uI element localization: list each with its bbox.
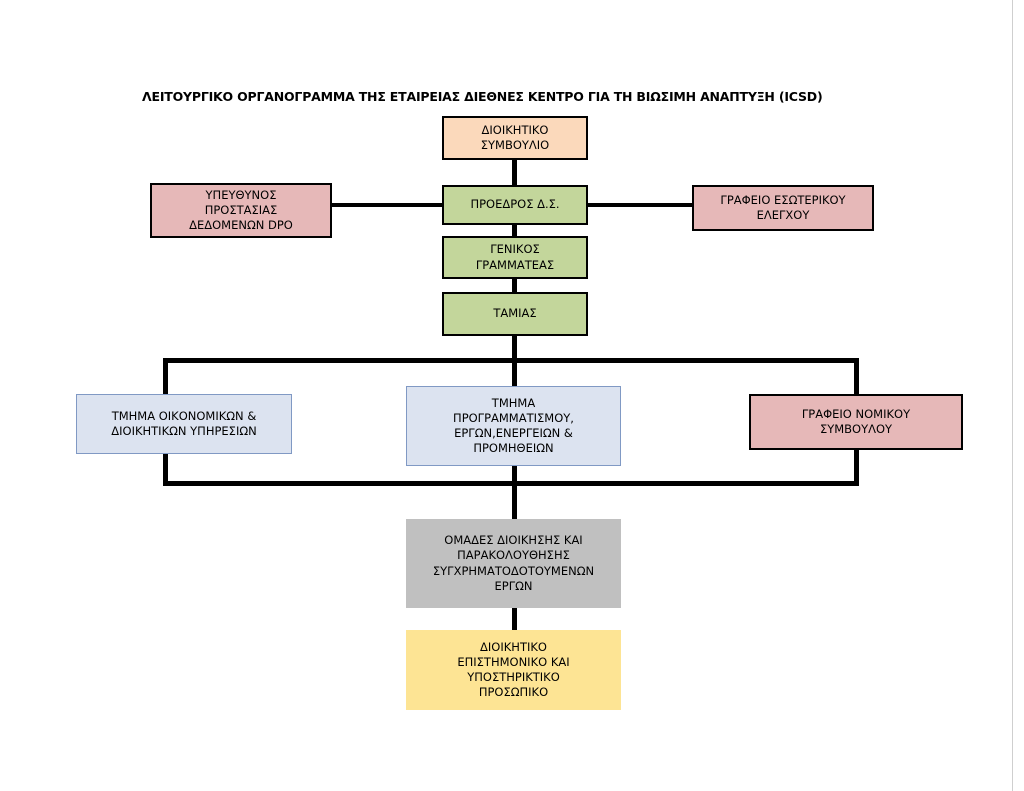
node-administrative-scientific-support-staff[interactable]: ΔΙΟΙΚΗΤΙΚΟ ΕΠΙΣΤΗΜΟΝΙΚΟ ΚΑΙ ΥΠΟΣΤΗΡΙΚΤΙΚ… xyxy=(406,630,621,710)
node-treasurer-label: ΤΑΜΙΑΣ xyxy=(493,306,537,321)
collection-bus-bottom xyxy=(163,481,859,486)
link-secretary-to-treasurer xyxy=(512,278,517,293)
node-treasurer[interactable]: ΤΑΜΙΑΣ xyxy=(442,292,588,336)
node-planning-projects-department-label: ΤΜΗΜΑ ΠΡΟΓΡΑΜΜΑΤΙΣΜΟΥ, ΕΡΓΩΝ,ΕΝΕΡΓΕΙΩΝ &… xyxy=(453,395,574,456)
node-president[interactable]: ΠΡΟΕΔΡΟΣ Δ.Σ. xyxy=(442,185,588,225)
link-dpo-to-president xyxy=(331,203,444,207)
node-legal-counsel-office[interactable]: ΓΡΑΦΕΙΟ ΝΟΜΙΚΟΥ ΣΥΜΒΟΥΛΟΥ xyxy=(749,394,963,450)
node-board-of-directors[interactable]: ΔΙΟΙΚΗΤΙΚΟ ΣΥΜΒΟΥΛΙΟ xyxy=(442,116,588,160)
link-bus-to-planning-dept xyxy=(512,358,517,388)
node-data-protection-officer-label: ΥΠΕΥΘΥΝΟΣ ΠΡΟΣΤΑΣΙΑΣ ΔΕΔΟΜΕΝΩΝ DPO xyxy=(189,187,293,233)
node-internal-audit-office[interactable]: ΓΡΑΦΕΙΟ ΕΣΩΤΕΡΙΚΟΥ ΕΛΕΓΧΟΥ xyxy=(692,185,874,231)
distribution-bus-top xyxy=(163,358,859,363)
node-cofinanced-projects-teams-label: ΟΜΑΔΕΣ ΔΙΟΙΚΗΣΗΣ ΚΑΙ ΠΑΡΑΚΟΛΟΥΘΗΣΗΣ ΣΥΓΧ… xyxy=(432,533,595,593)
node-board-of-directors-label: ΔΙΟΙΚΗΤΙΚΟ ΣΥΜΒΟΥΛΙΟ xyxy=(480,122,550,152)
link-legal-to-lower-bus xyxy=(854,448,859,485)
node-data-protection-officer[interactable]: ΥΠΕΥΘΥΝΟΣ ΠΡΟΣΤΑΣΙΑΣ ΔΕΔΟΜΕΝΩΝ DPO xyxy=(150,183,332,238)
link-bus-to-finance-dept xyxy=(163,358,168,396)
link-finance-dept-to-lower-bus xyxy=(163,452,168,485)
link-board-to-president xyxy=(512,160,517,186)
node-cofinanced-projects-teams[interactable]: ΟΜΑΔΕΣ ΔΙΟΙΚΗΣΗΣ ΚΑΙ ΠΑΡΑΚΟΛΟΥΘΗΣΗΣ ΣΥΓΧ… xyxy=(406,519,621,608)
link-president-to-secretary xyxy=(512,224,517,237)
node-legal-counsel-office-label: ΓΡΑΦΕΙΟ ΝΟΜΙΚΟΥ ΣΥΜΒΟΥΛΟΥ xyxy=(801,406,911,436)
node-general-secretary[interactable]: ΓΕΝΙΚΟΣ ΓΡΑΜΜΑΤΕΑΣ xyxy=(442,236,588,279)
node-finance-admin-department-label: ΤΜΗΜΑ ΟΙΚΟΝΟΜΙΚΩΝ & ΔΙΟΙΚΗΤΙΚΩΝ ΥΠΗΡΕΣΙΩ… xyxy=(111,408,257,438)
node-president-label: ΠΡΟΕΔΡΟΣ Δ.Σ. xyxy=(470,197,560,212)
link-planning-dept-to-lower-bus xyxy=(512,464,517,485)
node-internal-audit-office-label: ΓΡΑΦΕΙΟ ΕΣΩΤΕΡΙΚΟΥ ΕΛΕΓΧΟΥ xyxy=(720,192,846,222)
link-president-to-audit xyxy=(587,203,693,207)
node-administrative-scientific-support-staff-label: ΔΙΟΙΚΗΤΙΚΟ ΕΠΙΣΤΗΜΟΝΙΚΟ ΚΑΙ ΥΠΟΣΤΗΡΙΚΤΙΚ… xyxy=(457,639,570,700)
link-bus-to-legal xyxy=(854,358,859,396)
node-finance-admin-department[interactable]: ΤΜΗΜΑ ΟΙΚΟΝΟΜΙΚΩΝ & ΔΙΟΙΚΗΤΙΚΩΝ ΥΠΗΡΕΣΙΩ… xyxy=(76,394,292,454)
link-lower-bus-to-teams xyxy=(512,481,517,521)
page-title: ΛΕΙΤΟΥΡΓΙΚΟ ΟΡΓΑΝΟΓΡΑΜΜΑ ΤΗΣ ΕΤΑΙΡΕΙΑΣ Δ… xyxy=(142,89,823,104)
page-right-edge xyxy=(1012,0,1013,791)
node-planning-projects-department[interactable]: ΤΜΗΜΑ ΠΡΟΓΡΑΜΜΑΤΙΣΜΟΥ, ΕΡΓΩΝ,ΕΝΕΡΓΕΙΩΝ &… xyxy=(406,386,621,466)
node-general-secretary-label: ΓΕΝΙΚΟΣ ΓΡΑΜΜΑΤΕΑΣ xyxy=(475,242,555,272)
link-treasurer-to-bus xyxy=(512,335,517,362)
link-teams-to-staff xyxy=(512,606,517,632)
